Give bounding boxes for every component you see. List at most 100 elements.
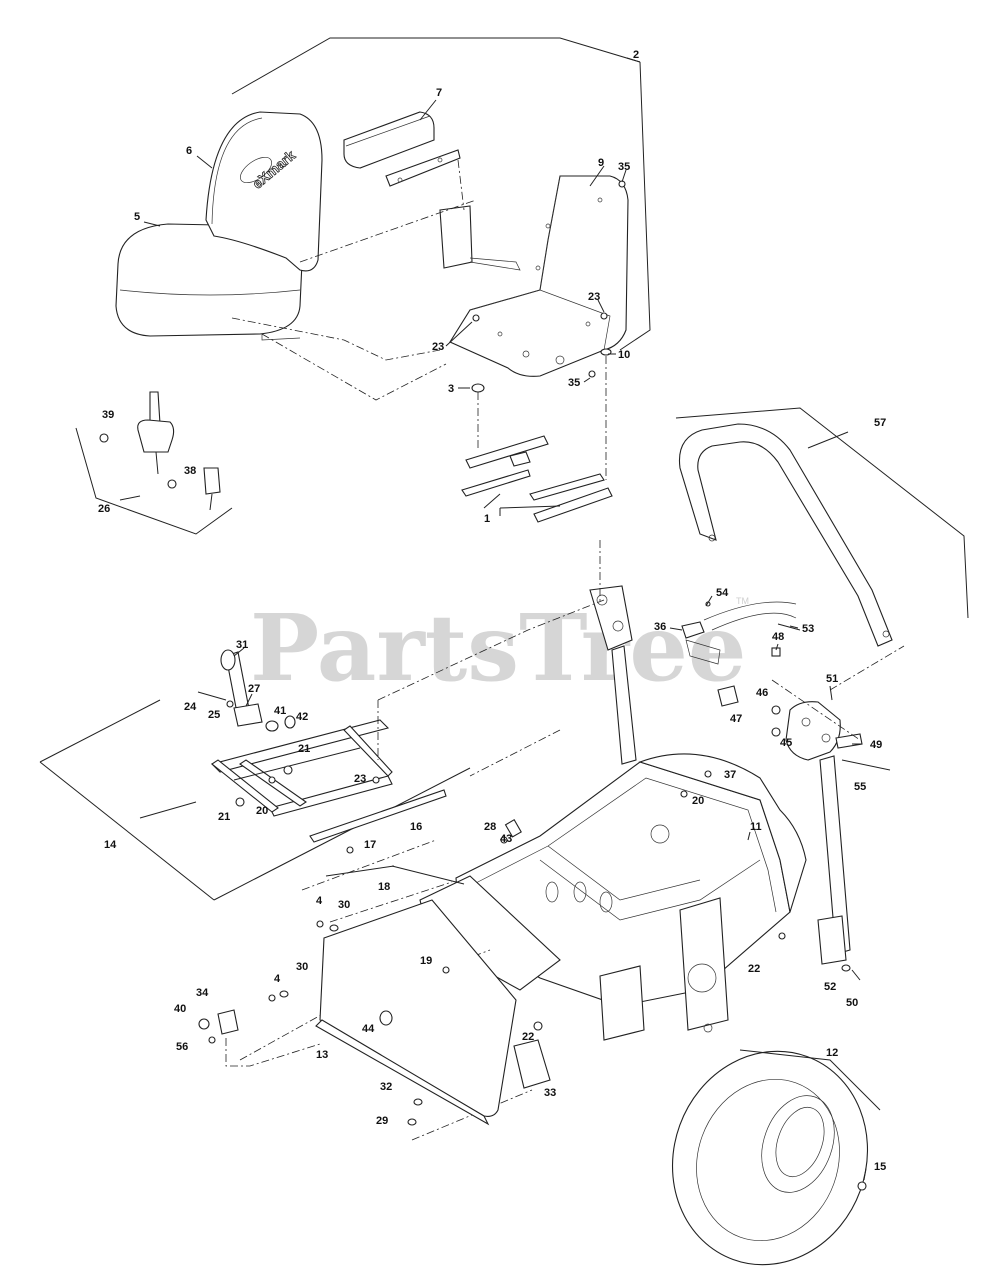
leader-lines [139,99,867,1181]
deck-lift-bracket-border [39,699,471,901]
spacer-43 [504,819,522,838]
callout-50: 50 [846,997,858,1009]
callout-20-left: 20 [256,805,268,817]
callout-26: 26 [98,503,110,515]
callout-20-right: 20 [692,795,704,807]
callout-4-lower: 4 [274,973,281,985]
callout-17: 17 [364,839,376,851]
front-panel [315,899,517,1126]
callout-11: 11 [750,821,762,833]
seat-belt-retractor [137,391,175,475]
hardware-22-front [533,1021,543,1031]
screw-30-upper [329,924,339,932]
watermark-tm: TM [736,596,749,606]
callout-12: 12 [826,1047,838,1059]
seat-slide-rails [461,435,613,523]
hardware-22-right [778,932,786,940]
callout-labels: 2 7 6 9 35 5 23 23 10 3 35 39 38 26 1 57… [98,49,886,1173]
control-bracket-36 [681,621,721,665]
hardware-25 [226,700,234,708]
washer-52 [841,964,851,972]
switch-48 [771,647,781,657]
callout-23-right: 23 [588,291,600,303]
hardware-46 [771,705,781,715]
callout-22-front: 22 [522,1031,534,1043]
callout-52: 52 [824,981,836,993]
hardware-17 [346,846,354,854]
hardware-45 [771,727,781,737]
hardware-23-left [472,314,480,322]
callout-37: 37 [724,769,736,781]
hardware-23-right [600,312,608,320]
hardware-39 [99,433,109,443]
callout-32: 32 [380,1081,392,1093]
callout-16: 16 [410,821,422,833]
callout-23-left: 23 [432,341,444,353]
hardware-56 [208,1036,216,1044]
bolt-55 [841,759,891,771]
hardware-19 [442,966,450,974]
callout-3: 3 [448,383,454,395]
tire [671,1049,881,1266]
callout-23-lift: 23 [354,773,366,785]
seat-alignment-lines [231,159,607,480]
hardware-20-right [680,790,688,798]
cap-29 [407,1118,417,1126]
callout-41: 41 [274,705,286,717]
callout-19: 19 [420,955,432,967]
callout-49: 49 [870,739,882,751]
brake-alignment-line [225,1038,321,1067]
knob-40 [198,1018,210,1030]
callout-51: 51 [826,673,838,685]
callout-38: 38 [184,465,196,477]
callout-44: 44 [362,1023,375,1035]
pivot-plate-51 [785,701,841,761]
callout-18: 18 [378,881,390,893]
rops-roll-bar [675,407,969,647]
callout-29: 29 [376,1115,388,1127]
seat-assembly-bracket [231,37,651,351]
callout-31: 31 [236,639,248,651]
callout-21-upper: 21 [298,743,310,755]
callout-57: 57 [874,417,886,429]
callout-42: 42 [296,711,308,723]
hardware-20-left [268,776,276,784]
callout-40: 40 [174,1003,186,1015]
callout-9: 9 [598,157,604,169]
callout-30-lower: 30 [296,961,308,973]
callout-36: 36 [654,621,666,633]
callout-21-lower: 21 [218,811,230,823]
callout-5: 5 [134,211,140,223]
rod-18 [391,865,465,885]
callout-55: 55 [854,781,866,793]
watermark-text: PartsTree [250,594,746,702]
callout-14: 14 [104,839,117,851]
pin-49 [835,733,863,749]
bracket-33 [513,1039,551,1089]
seat-belt-buckle [203,467,221,511]
callout-28: 28 [484,821,496,833]
callout-27: 27 [248,683,260,695]
callout-22-right: 22 [748,963,760,975]
hardware-38 [167,479,177,489]
lift-rod-16 [309,789,447,843]
callout-46: 46 [756,687,768,699]
screw-4-upper [316,920,324,928]
hardware-21-lower [235,797,245,807]
callout-15: 15 [874,1161,886,1173]
hardware-3 [471,383,485,393]
callout-48: 48 [772,631,784,643]
screw-32 [413,1098,423,1106]
seat-pan [439,175,629,377]
callout-54: 54 [716,587,729,599]
callout-6: 6 [186,145,192,157]
callout-43: 43 [500,833,512,845]
callout-2: 2 [633,49,639,61]
seat-cushion [115,223,303,341]
callout-39: 39 [102,409,114,421]
knob-44 [379,1010,393,1026]
spring-42 [284,715,296,729]
lug-nut-15 [857,1181,867,1191]
callout-7: 7 [436,87,442,99]
